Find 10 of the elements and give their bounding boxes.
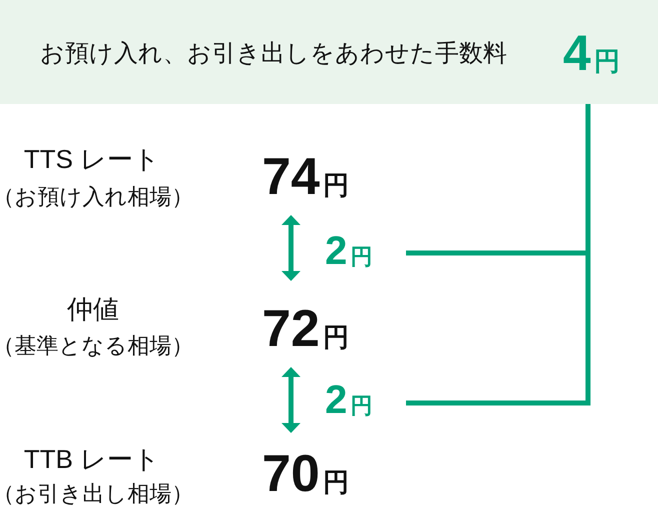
fee-amount: 4円 [563,28,620,78]
rate-value: 74円 [262,150,349,203]
fee-band [0,0,658,104]
rate-name: 仲値 [67,296,119,322]
rate-name: TTS レート [24,146,160,172]
fee-label: お預け入れ、お引き出しをあわせた手数料 [40,42,507,66]
rate-note: （基準となる相場） [0,335,194,358]
rate-note: （お預け入れ相場） [0,186,194,208]
rate-name: TTB レート [24,446,160,472]
rate-note: （お引き出し相場） [0,483,194,506]
